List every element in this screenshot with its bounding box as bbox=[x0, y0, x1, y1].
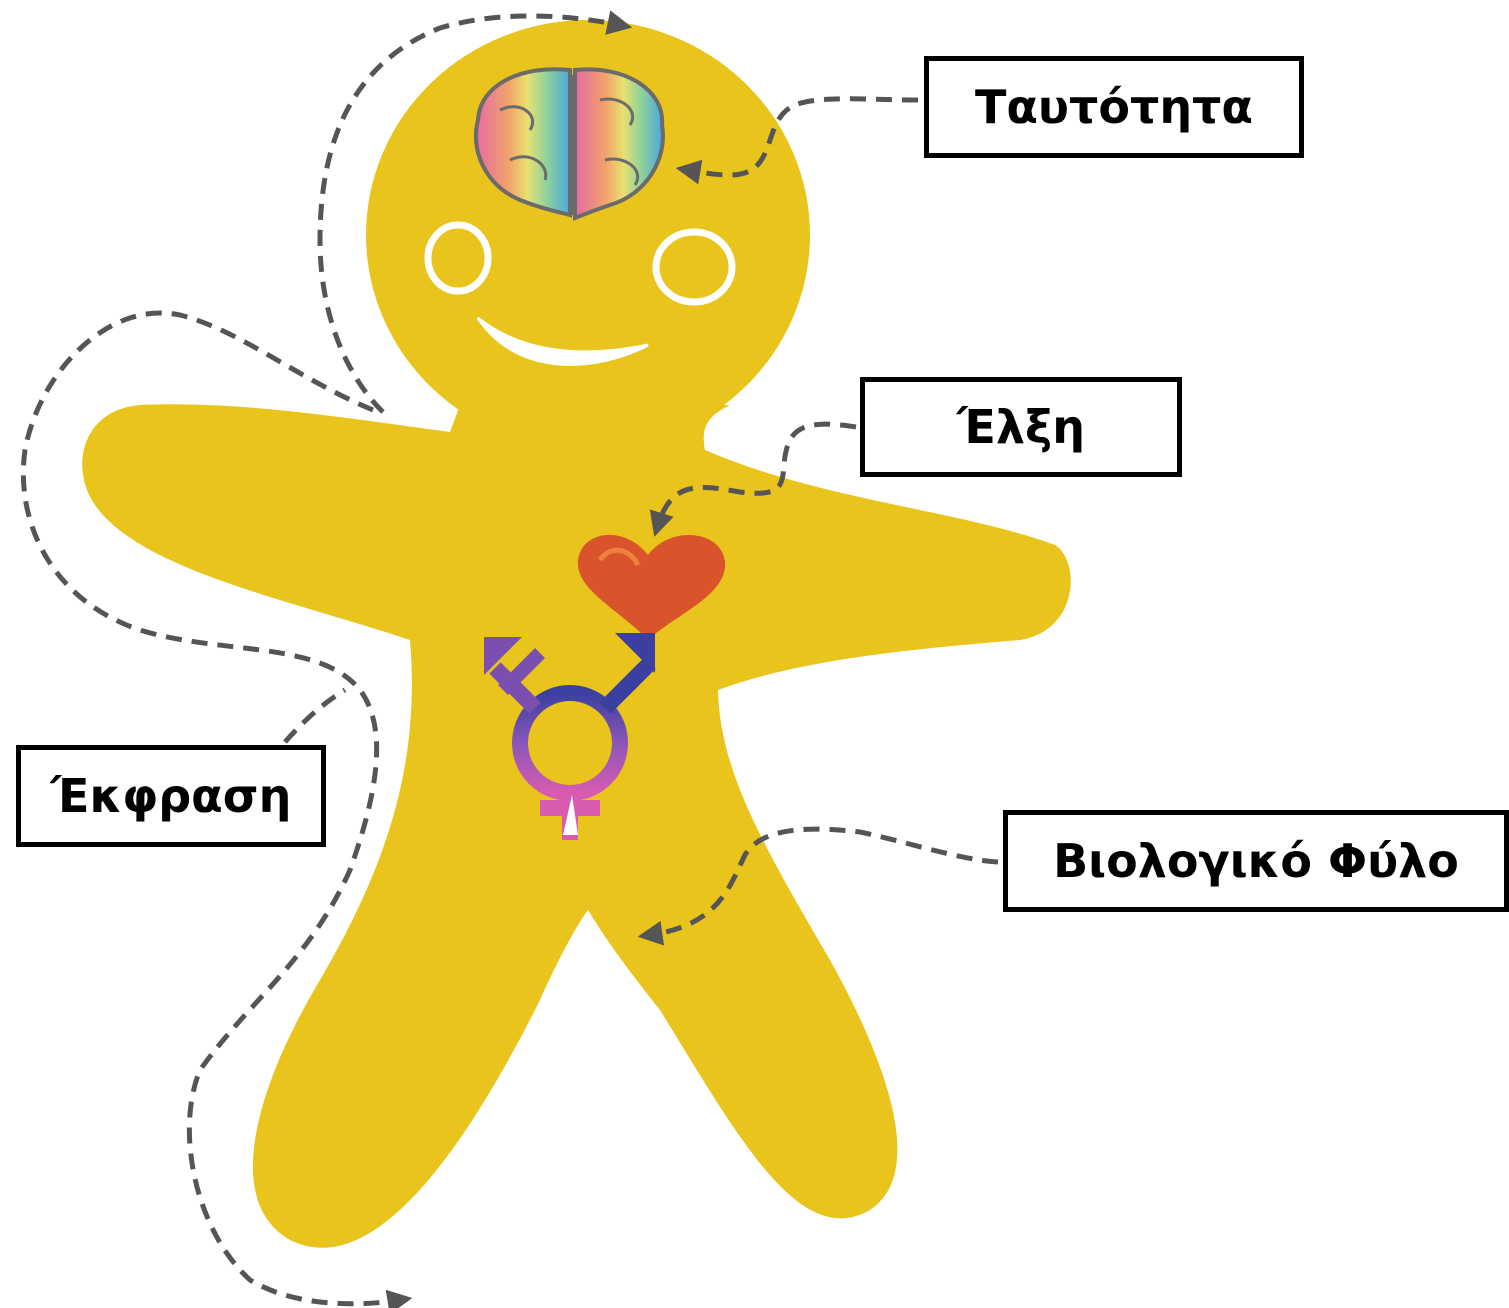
identity-label: Ταυτότητα bbox=[924, 56, 1304, 158]
attraction-label: Έλξη bbox=[860, 377, 1182, 477]
expression-label: Έκφραση bbox=[16, 745, 326, 847]
biological-sex-label: Βιολογικό Φύλο bbox=[1003, 810, 1509, 912]
